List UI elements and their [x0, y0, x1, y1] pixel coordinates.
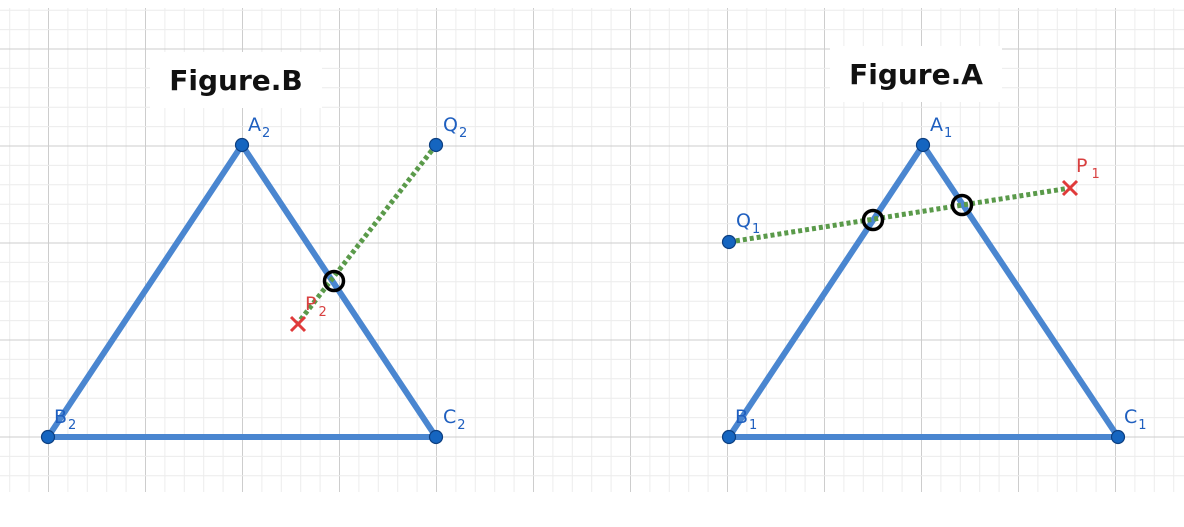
intersection-marker: [950, 193, 974, 217]
label-q2: Q2: [443, 114, 467, 141]
cross-icon: [289, 315, 307, 333]
label-b2: B2: [54, 406, 76, 433]
figure-b-title-bg: [150, 52, 322, 108]
label-c2: C2: [443, 406, 466, 433]
intersection-marker: [322, 269, 346, 293]
triangle-a-side-ac: [920, 142, 1121, 440]
figure-a-title-bg: [830, 46, 1002, 102]
point-c1: [1110, 429, 1126, 445]
triangle-a-side-ab: [726, 142, 926, 440]
triangle-b-side-ab: [45, 142, 245, 440]
segment-p2-q2: [296, 143, 438, 325]
point-q1: [721, 234, 737, 250]
cross-icon: [1061, 179, 1079, 197]
segment-q1-p1: [728, 185, 1071, 245]
label-q1: Q1: [736, 210, 760, 237]
point-b2: [40, 429, 56, 445]
point-c2: [428, 429, 444, 445]
point-b1: [721, 429, 737, 445]
point-q2: [428, 137, 444, 153]
intersection-marker: [861, 208, 885, 232]
label-c1: C1: [1124, 406, 1147, 433]
point-a1: [915, 137, 931, 153]
label-b1: B1: [735, 406, 757, 433]
figure-b-title: Figure.B: [169, 64, 302, 97]
label-a1: A1: [930, 114, 952, 141]
label-a2: A2: [248, 114, 270, 141]
figure-a-title: Figure.A: [849, 58, 983, 91]
point-a2: [234, 137, 250, 153]
